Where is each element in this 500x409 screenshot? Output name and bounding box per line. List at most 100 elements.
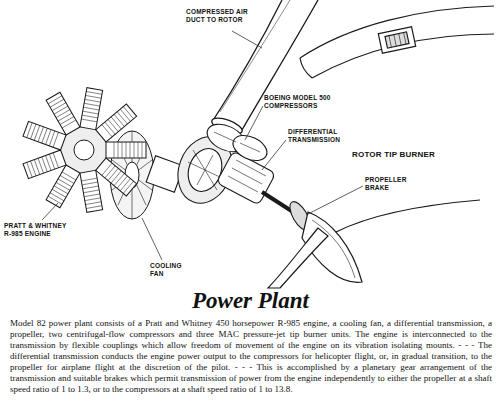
radial-engine [80,88,103,130]
tip-burner-inset [300,6,494,78]
radial-engine [52,189,66,197]
radial-engine [46,165,80,208]
radial-engine [83,107,99,110]
propeller [312,220,355,278]
radial-engine [52,103,66,111]
radial-engine [126,142,127,158]
compressors [214,132,260,152]
caption: Model 82 power plant consists of a Pratt… [10,318,492,395]
radial-engine [85,198,101,201]
air-duct [242,0,318,130]
radial-engine [83,186,99,189]
radial-engine [58,113,72,121]
part-label: COMPRESSED AIR DUCT TO ROTOR [186,8,266,24]
radial-engine [48,96,62,104]
tip-burner-inset [300,6,494,58]
radial-engine [83,190,99,193]
part-label: DIFFERENTIAL TRANSMISSION [288,128,346,144]
radial-engine [138,142,139,158]
radial-engine [58,179,72,187]
radial-engine [81,178,97,181]
radial-engine [122,142,123,158]
radial-engine [85,202,101,205]
part-label: BOEING MODEL 500 COMPRESSORS [264,94,336,110]
radial-engine [108,119,118,131]
radial-engine [23,150,66,179]
radial-engine [96,158,137,196]
compressors [229,130,271,165]
compressors [203,119,271,166]
radial-engine [49,154,54,169]
radial-engine [56,110,70,118]
radial-engine [56,182,70,190]
radial-engine [118,142,119,158]
radial-engine [74,140,94,160]
propeller [268,200,480,288]
radial-engine [83,111,99,114]
radial-engine [62,120,76,128]
propeller [268,228,328,288]
radial-engine [105,122,115,134]
leader-line [232,31,262,48]
leader-line [308,186,363,214]
radial-engine [111,171,121,183]
radial-engine [106,142,146,158]
radial-engine [85,99,101,102]
radial-engine [86,206,102,209]
leader-line [42,31,363,260]
radial-engine [80,170,103,212]
radial-engine [114,173,124,185]
transmission [182,144,227,196]
leader-line [262,140,286,170]
radial-engine [108,168,118,180]
radial-engine [46,165,80,208]
radial-engine [81,119,97,122]
radial-engine [50,193,64,201]
radial-engine [42,157,47,172]
radial-engine [62,172,76,180]
radial-engine [42,128,47,143]
radial-engine [34,125,39,140]
radial-engine [49,131,54,146]
radial-engine [53,132,58,147]
radial-engine [54,106,68,114]
radial-engine [23,121,66,150]
radial-engine [82,182,98,185]
radial-engine [46,92,80,135]
radial-engine [142,142,143,158]
radial-engine [54,186,68,194]
radial-engine [105,166,115,178]
radial-engine [46,92,80,135]
radial-engine [114,142,115,158]
radial-engine [120,109,130,121]
radial-engine [85,95,101,98]
radial-engine [82,115,98,118]
radial-engine [46,155,51,170]
radial-engine [134,142,135,158]
radial-engine [31,124,36,139]
radial-engine [34,160,39,175]
radial-engine [80,88,103,130]
radial-engine [27,162,32,177]
tip-burner-inset [300,58,312,78]
radial-engine [84,194,100,197]
part-label: PRATT & WHITNEY R-985 ENGINE [4,222,70,238]
radial-engine [96,104,137,142]
radial-engine [117,112,127,124]
inset-title: ROTOR TIP BURNER [352,150,435,160]
radial-engine [106,142,146,158]
radial-engine [50,99,64,107]
title: Power Plant [192,288,309,314]
radial-engine [96,104,137,142]
radial-engine [23,150,66,179]
radial-engine [27,123,32,138]
radial-engine [23,121,66,150]
leader-line [42,203,58,220]
propeller [336,200,480,232]
tip-burner-inset [389,32,406,47]
radial-engine [102,125,112,137]
radial-engine [123,107,133,119]
transmission [188,150,222,190]
radial-engine [38,127,43,142]
radial-engine [111,117,121,129]
